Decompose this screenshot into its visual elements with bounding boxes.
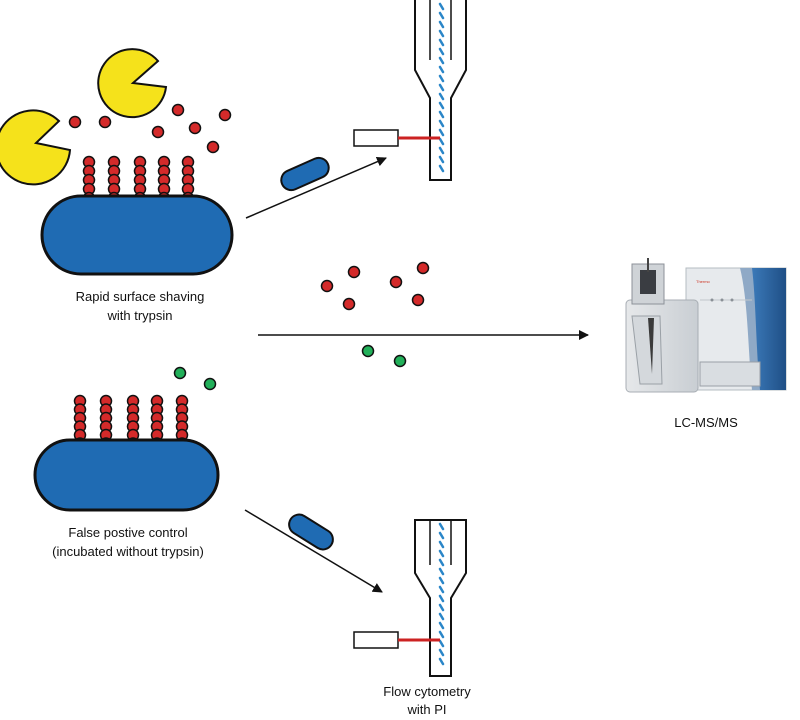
cell-dash [438, 83, 445, 92]
laser-source-box [353, 129, 399, 147]
cell-dash [438, 621, 445, 630]
peptide-bead [173, 366, 187, 380]
cell-dash [438, 110, 445, 119]
cell-dash [438, 567, 445, 576]
lcms-label: LC-MS/MS [674, 415, 738, 430]
cell-dash [438, 639, 445, 648]
cell-dash [438, 522, 445, 531]
cell-dash [438, 146, 445, 155]
flow-cytometer-nozzle-top [353, 0, 467, 181]
peptide-bead [320, 279, 334, 293]
cell-dash [438, 119, 445, 128]
peptide-bead [206, 140, 220, 154]
bacterium-cell-icon [40, 194, 234, 276]
cell-dash [438, 612, 445, 621]
peptide-bead [361, 344, 375, 358]
cell-dash [438, 11, 445, 20]
cell-dash [438, 531, 445, 540]
peptide-bead [411, 293, 425, 307]
peptide-bead [98, 115, 112, 129]
peptide-bead [171, 103, 185, 117]
cell-dash [438, 65, 445, 74]
peptide-bead [347, 265, 361, 279]
trypsin-enzyme-icon [0, 109, 72, 186]
cell-dash [438, 56, 445, 65]
flow-label-line2: with PI [406, 702, 446, 717]
cell-dash [438, 603, 445, 612]
peptide-bead [393, 354, 407, 368]
mass-spectrometer-icon: Thermo [625, 258, 787, 393]
cell-stream [438, 2, 445, 173]
peptide-bead [203, 377, 217, 391]
cell-dash [438, 38, 445, 47]
peptide-bead [188, 121, 202, 135]
cell-dash [438, 594, 445, 603]
trypsin-enzyme-icon [97, 48, 168, 119]
flow-label-line1: Flow cytometry [383, 684, 471, 699]
cell-dash [438, 155, 445, 164]
cell-dash [438, 549, 445, 558]
cell-dash [438, 540, 445, 549]
cell-dash [438, 92, 445, 101]
cell-dash [438, 101, 445, 110]
cell-dash [438, 29, 445, 38]
bacterium-cell-icon [33, 438, 220, 512]
cell-dash [438, 585, 445, 594]
laser-source-box [353, 631, 399, 649]
flow-cytometer-nozzle-bottom [353, 519, 467, 677]
free-peptides-red [68, 103, 232, 154]
peptide-bead [151, 125, 165, 139]
cell-dash [438, 74, 445, 83]
free-peptides-green [173, 366, 217, 391]
control-label-line2: (incubated without trypsin) [52, 544, 204, 559]
cell-dash [438, 128, 445, 137]
arrow-to-flow-bottom [244, 509, 383, 593]
released-peptides-red [320, 261, 430, 311]
shaving-label-line1: Rapid surface shaving [76, 289, 205, 304]
cell-dash [438, 630, 445, 639]
shaving-label-line2: with trypsin [106, 308, 172, 323]
flow-cytometer-nozzle-icon [414, 519, 467, 677]
peptide-bead [342, 297, 356, 311]
cell-dash [438, 657, 445, 666]
flow-cytometer-nozzle-icon [414, 0, 467, 181]
cell-dash [438, 47, 445, 56]
peptide-bead [389, 275, 403, 289]
cell-dash [438, 558, 445, 567]
cell-dash [438, 20, 445, 29]
peptide-bead [416, 261, 430, 275]
cell-dash [438, 164, 445, 173]
cell-dash [438, 576, 445, 585]
cell-stream [438, 522, 445, 666]
cell-dash [438, 137, 445, 146]
rod-bacterium-icon [280, 156, 330, 192]
instrument-brand-logo: Thermo [696, 279, 711, 284]
control-label-line1: False postive control [68, 525, 187, 540]
cell-dash [438, 648, 445, 657]
control-cell-group: False postive control (incubated without… [33, 366, 220, 559]
rod-bacterium-icon [288, 513, 334, 551]
peptide-bead [218, 108, 232, 122]
arrow-to-flow-top [245, 156, 387, 219]
released-peptides-green [361, 344, 407, 368]
trypsin-shaved-cell-group: Rapid surface shaving with trypsin [0, 48, 234, 323]
peptide-bead [68, 115, 82, 129]
cell-dash [438, 2, 445, 11]
